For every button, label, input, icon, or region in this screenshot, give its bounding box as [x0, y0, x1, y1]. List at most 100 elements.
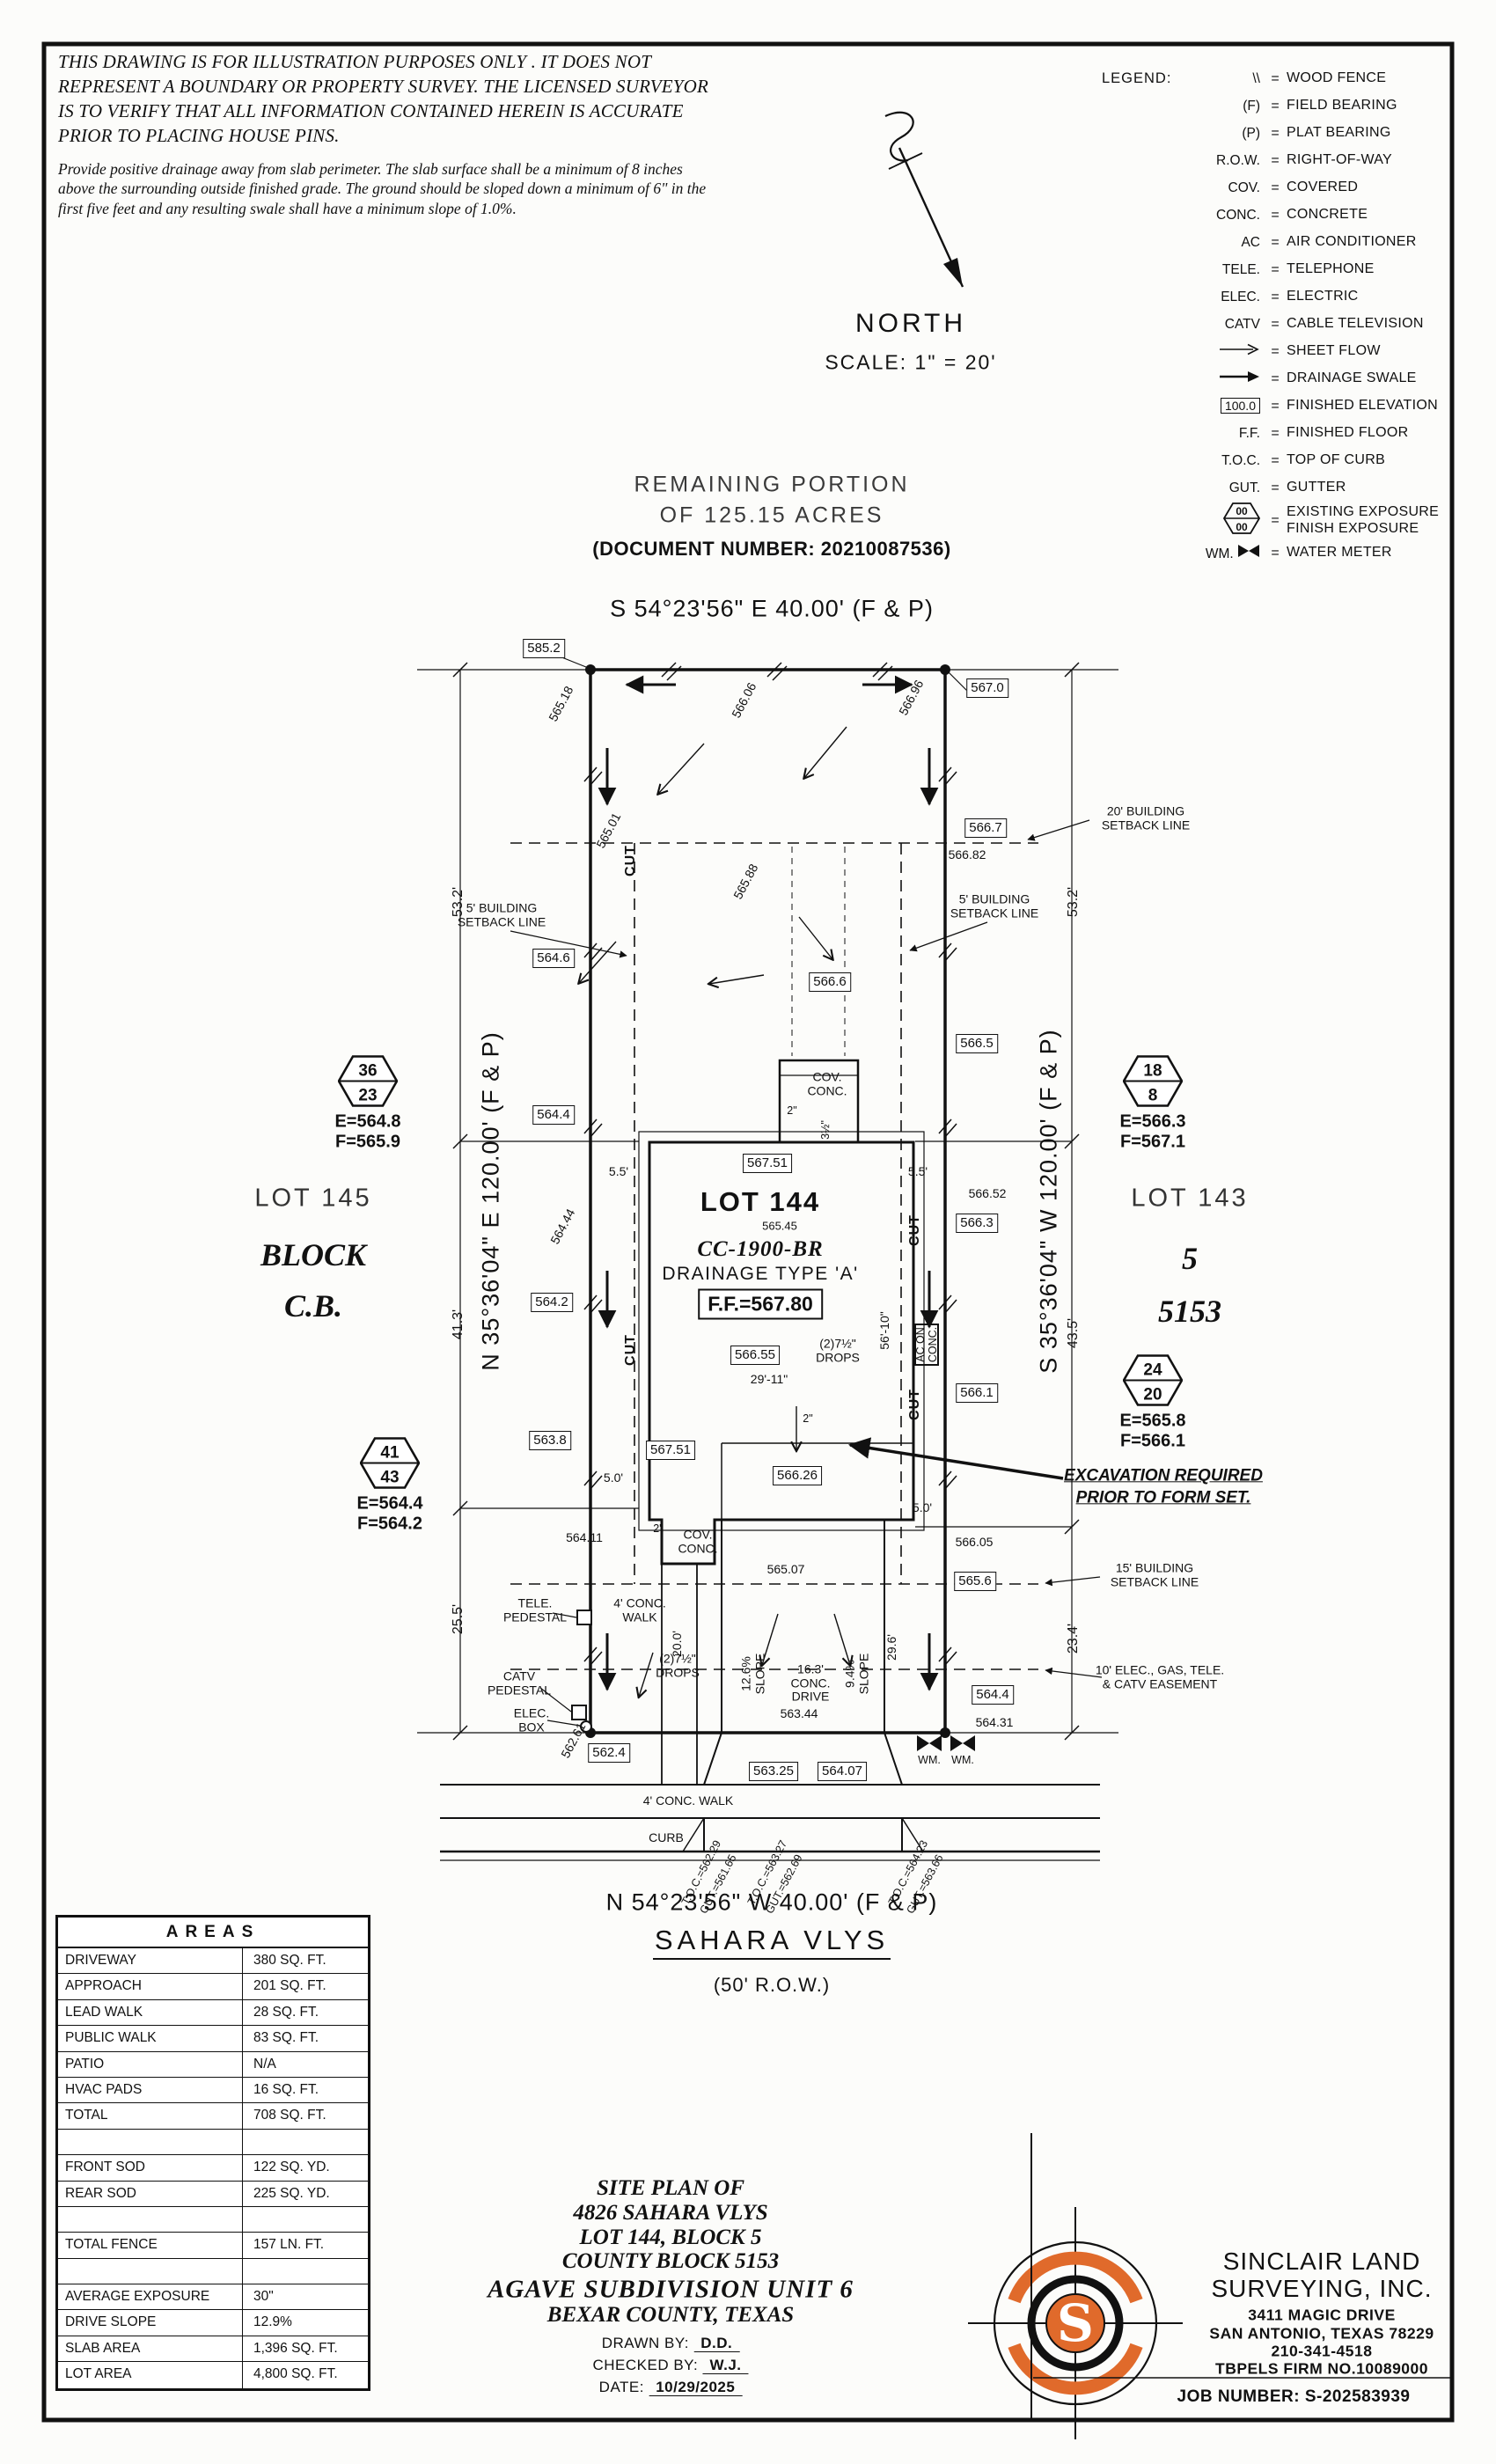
remaining-portion-line2: OF 125.15 ACRES [659, 502, 884, 528]
existing-exposure-value: E=564.4 [356, 1493, 423, 1514]
areas-row-label: REAR SOD [58, 2181, 243, 2206]
plan-label: 564.11 [566, 1530, 603, 1545]
plan-label: 5.0' [912, 1500, 933, 1515]
plan-label: 56'-10" [877, 1311, 892, 1350]
title-line-1: SITE PLAN OF [596, 2176, 745, 2200]
plan-label: 25.5' [451, 1603, 466, 1635]
plan-label: 2" [803, 1412, 813, 1425]
title-line-3: LOT 144, BLOCK 5 [579, 2226, 762, 2249]
areas-row-label [58, 2258, 243, 2284]
drainage-swale-arrows [598, 675, 939, 1691]
plan-label: 29'-11" [750, 1372, 788, 1387]
areas-row-value: 225 SQ. YD. [253, 2185, 330, 2201]
exposure-hexagon-icon: 36 23 [337, 1055, 399, 1107]
elevation-callout: 565.6 [954, 1572, 996, 1591]
drawn-by-value: D.D. [693, 2335, 740, 2352]
areas-row-value: 380 SQ. FT. [253, 1953, 326, 1968]
plan-label: 5.0' [603, 1470, 624, 1485]
plan-label: 29.6' [884, 1634, 899, 1661]
job-number-row: JOB NUMBER: S-202583939 [1177, 2387, 1411, 2407]
areas-row-label [58, 2129, 243, 2155]
bearing-east-line: S 35°36'04" W 120.00' (F & P) [1035, 1029, 1062, 1374]
areas-row-value: N/A [253, 2056, 276, 2072]
areas-row-value: 16 SQ. FT. [253, 2081, 319, 2097]
areas-table-row: DRIVEWAY 380 SQ. FT. [58, 1948, 368, 1975]
plan-label: CUT [623, 845, 639, 876]
existing-exposure-value: E=565.8 [1119, 1411, 1186, 1431]
lot-144-label: LOT 144 [700, 1186, 821, 1217]
areas-table-row [58, 2258, 368, 2285]
areas-row-label: APPROACH [58, 1974, 243, 1999]
elevation-callout: 566.6 [809, 972, 851, 992]
firm-phone: 210-341-4518 [1271, 2342, 1373, 2360]
areas-table-row [58, 2206, 368, 2233]
exposure-marker: 24 20 E=565.8 F=566.1 [1100, 1354, 1206, 1452]
areas-row-label: FRONT SOD [58, 2155, 243, 2181]
right-of-way-label: (50' R.O.W.) [713, 1974, 831, 1996]
plan-label: 566.82 [948, 847, 986, 862]
areas-row-label: HVAC PADS [58, 2077, 243, 2103]
areas-table-row: HVAC PADS 16 SQ. FT. [58, 2077, 368, 2104]
plan-label: (2)7½" DROPS [816, 1336, 860, 1364]
finish-exposure-value: F=564.2 [357, 1514, 422, 1534]
plan-label: 53.2' [451, 886, 466, 918]
plan-label: 4' CONC. WALK [613, 1595, 666, 1624]
titleblock-dividers [1030, 2133, 1450, 2418]
plan-label: 9.4% SLOPE [842, 1653, 870, 1695]
areas-row-label: LEAD WALK [58, 1999, 243, 2026]
covered-porch [778, 1059, 860, 1144]
north-label: NORTH [854, 309, 967, 338]
finish-exposure-value: F=567.1 [1120, 1132, 1185, 1152]
bearing-west-line: N 35°36'04" E 120.00' (F & P) [477, 1031, 504, 1371]
elevation-callout: 564.4 [972, 1685, 1014, 1705]
plan-label: COV. CONC. [678, 1527, 718, 1555]
company-logo: S [968, 2207, 1183, 2439]
areas-table-row: LEAD WALK 28 SQ. FT. [58, 1999, 368, 2027]
job-number-value: S-202583939 [1304, 2387, 1411, 2406]
plan-label: 566.52 [968, 1186, 1007, 1201]
areas-table-row: APPROACH 201 SQ. FT. [58, 1974, 368, 2000]
areas-row-value: 157 LN. FT. [253, 2237, 325, 2253]
plan-label: 20' BUILDING SETBACK LINE [1101, 803, 1191, 832]
checked-by-value: W.J. [702, 2357, 749, 2374]
firm-address-line1: 3411 MAGIC DRIVE [1248, 2306, 1396, 2324]
exposure-marker: 41 43 E=564.4 F=564.2 [337, 1437, 443, 1535]
areas-table-row: PUBLIC WALK 83 SQ. FT. [58, 2026, 368, 2052]
areas-row-label: TOTAL FENCE [58, 2233, 243, 2258]
elevation-callout: 566.1 [956, 1383, 998, 1403]
plan-label: 5.5' [608, 1164, 629, 1179]
existing-exposure-value: E=564.8 [334, 1111, 401, 1132]
dimension-lines [417, 662, 1118, 1741]
plan-label: AC ON CONC. [914, 1326, 939, 1363]
lot-144-spot-elevation: 565.45 [762, 1219, 797, 1233]
areas-row-label: PUBLIC WALK [58, 2026, 243, 2051]
plan-label: 5' BUILDING SETBACK LINE [950, 891, 1039, 920]
plan-label: CURB [649, 1830, 684, 1845]
elevation-callout: 564.2 [531, 1293, 573, 1312]
elevation-callout: 563.25 [749, 1762, 798, 1781]
legend: LEGEND:\\=WOOD FENCE (F)=FIELD BEARING (… [1102, 70, 1440, 561]
elevation-callout: 564.07 [818, 1762, 867, 1781]
svg-text:18: 18 [1143, 1062, 1162, 1081]
sheet-flow-arrows [579, 726, 850, 1697]
areas-table-row: TOTAL FENCE 157 LN. FT. [58, 2233, 368, 2259]
firm-tbpels: TBPELS FIRM NO.10089000 [1215, 2359, 1428, 2378]
wood-fence-ticks [583, 662, 957, 1667]
elevation-callout: 567.0 [966, 678, 1008, 698]
checked-by-label: CHECKED BY: [592, 2357, 699, 2373]
plan-model-label: CC-1900-BR [697, 1237, 824, 1261]
date-row: DATE: 10/29/2025 [599, 2379, 743, 2396]
areas-table-row: FRONT SOD 122 SQ. YD. [58, 2155, 368, 2182]
areas-row-label: DRIVE SLOPE [58, 2310, 243, 2336]
adjacent-lot-143-label: LOT 143 [1131, 1184, 1249, 1213]
areas-table-row: AVERAGE EXPOSURE 30" [58, 2284, 368, 2311]
plan-label: 43.5' [1066, 1317, 1082, 1349]
plan-label: CATV PEDESTAL [487, 1668, 552, 1697]
water-meter-icon [917, 1735, 975, 1751]
date-label: DATE: [598, 2379, 644, 2395]
areas-table-row: LOT AREA 4,800 SQ. FT. [58, 2362, 368, 2388]
firm-name-line1: SINCLAIR LAND [1222, 2248, 1421, 2275]
svg-text:00: 00 [1236, 505, 1248, 517]
areas-table-row: SLAB AREA 1,396 SQ. FT. [58, 2336, 368, 2363]
